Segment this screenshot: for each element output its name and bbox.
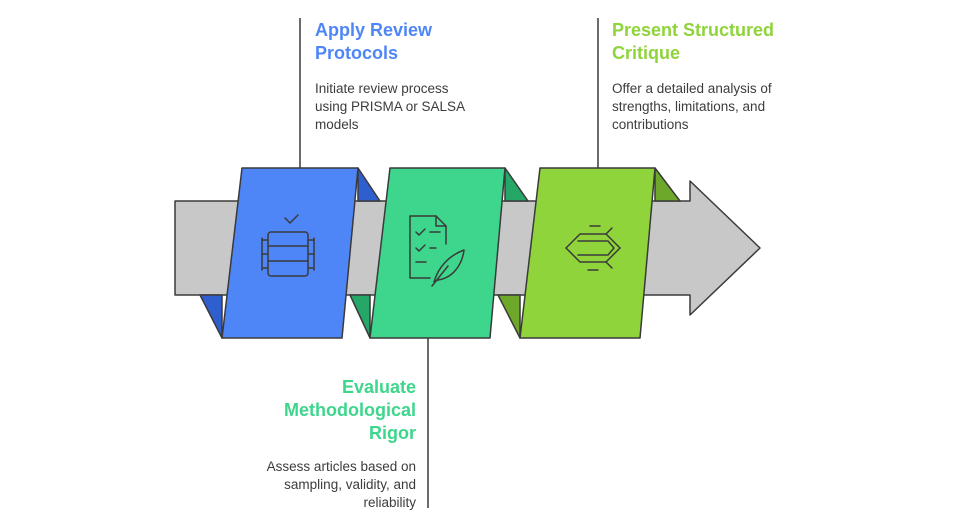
step-2-title: Evaluate Methodological Rigor (284, 377, 416, 443)
fold-back-3-top (654, 167, 681, 202)
step-3-title: Present Structured Critique (612, 20, 775, 63)
step-panel-2 (369, 167, 506, 339)
step-3-description: Offer a detailed analysis of strengths, … (612, 81, 772, 132)
step-2-description: Assess articles based on sampling, valid… (266, 459, 416, 510)
fold-back-1-top (357, 167, 381, 202)
step-panel-1 (221, 167, 359, 339)
fold-back-1 (199, 294, 223, 339)
step-panel-3 (519, 167, 656, 339)
fold-back-3 (497, 294, 521, 339)
fold-back-2-top (504, 167, 529, 202)
checklist-feather-icon (409, 215, 465, 287)
step-1-description: Initiate review process using PRISMA or … (315, 81, 466, 132)
exchange-arrows-icon (565, 225, 621, 271)
fold-back-2 (349, 294, 371, 339)
database-check-icon (261, 214, 315, 277)
step-1-title: Apply Review Protocols (315, 20, 433, 63)
